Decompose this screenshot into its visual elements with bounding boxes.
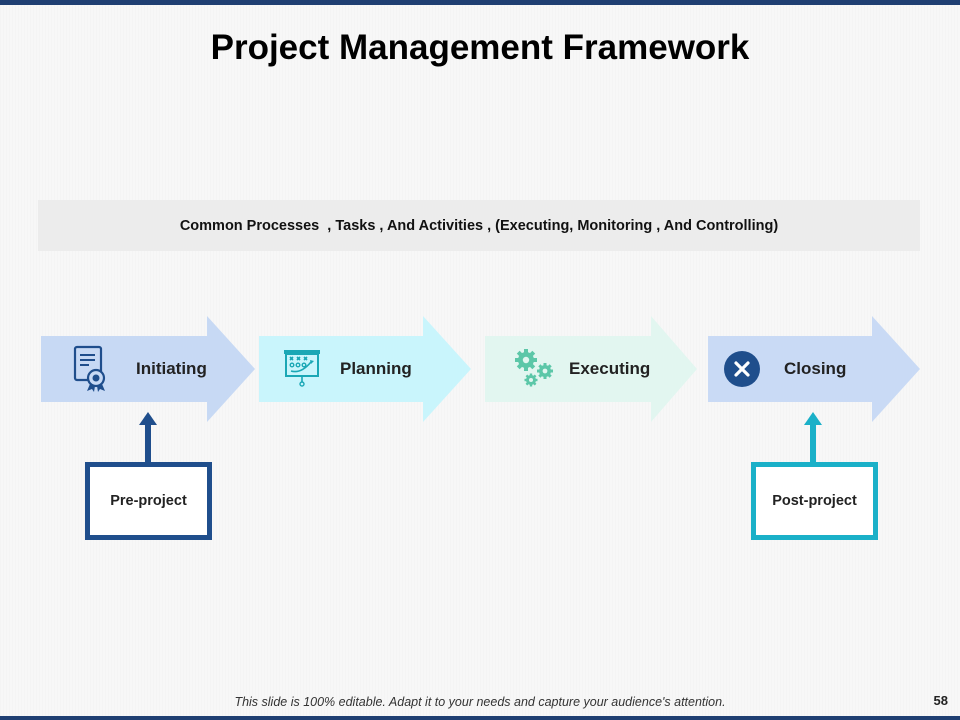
processes-banner: Common Processes , Tasks , And Activitie… [38,200,920,251]
page-title: Project Management Framework [210,28,750,67]
stage-label: Closing [784,359,847,378]
arrow-shape [41,316,255,422]
post-project-label: Post-project [772,493,857,509]
stage-planning-arrow: Planning [259,316,471,422]
pre-project-box: Pre-project [85,462,212,540]
page-number: 58 [933,693,948,708]
post-project-box: Post-project [751,462,878,540]
arrow-shape [708,316,920,422]
stage-initiating-arrow: Initiating [41,316,255,422]
post-project-connector-arrow [804,412,822,466]
stage-label: Executing [569,359,651,378]
stage-label: Initiating [136,359,207,378]
top-accent-bar [0,0,960,5]
processes-banner-text: Common Processes , Tasks , And Activitie… [179,217,779,234]
arrow-shape [259,316,471,422]
footer-note: This slide is 100% editable. Adapt it to… [234,695,726,709]
pre-project-connector-arrow [139,412,157,466]
stage-label: Planning [340,359,412,378]
arrow-shape [485,316,697,422]
bottom-accent-bar [0,716,960,720]
stage-closing-arrow: Closing [708,316,920,422]
pre-project-label: Pre-project [110,493,187,509]
stage-executing-arrow: Executing [485,316,697,422]
